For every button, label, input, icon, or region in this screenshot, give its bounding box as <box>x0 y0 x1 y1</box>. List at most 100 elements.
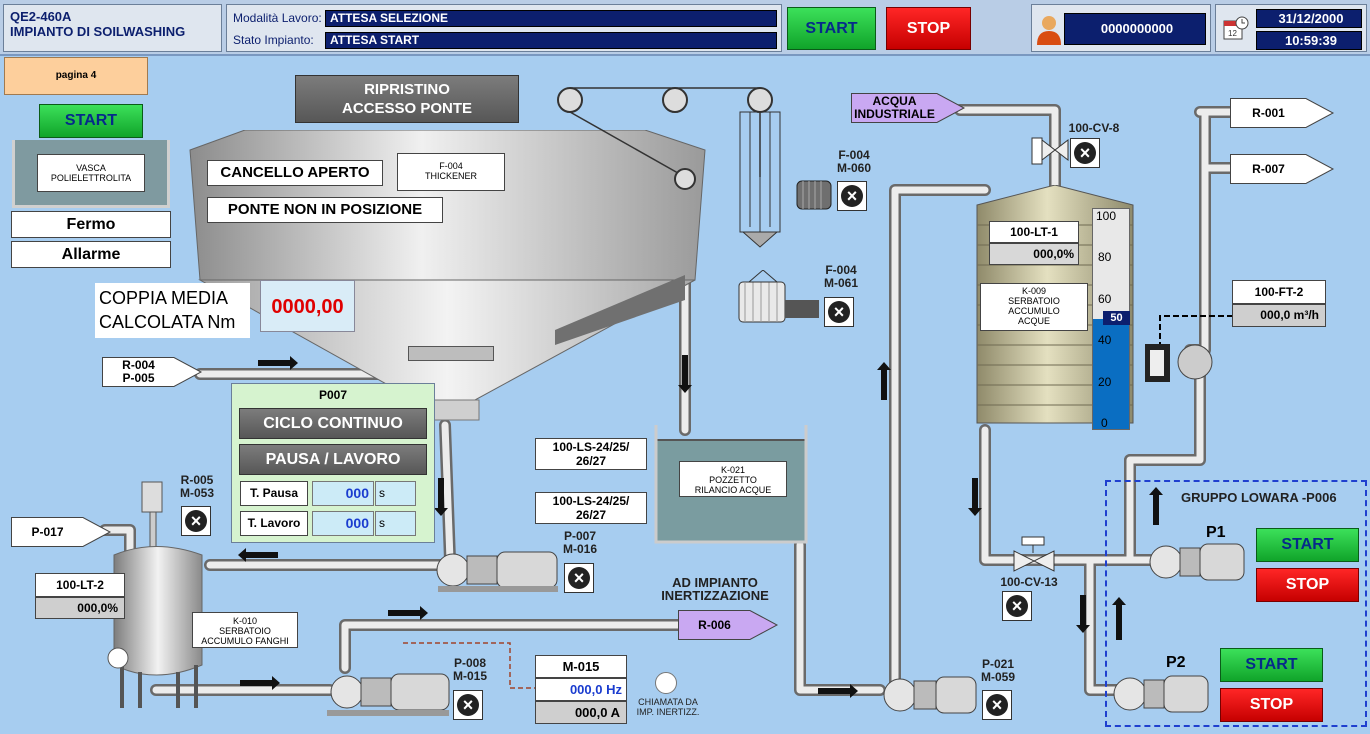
ponte-status: PONTE NON IN POSIZIONE <box>207 197 443 223</box>
motor-m016-status-icon[interactable]: × <box>564 563 594 593</box>
lt2-value: 000,0% <box>35 597 125 619</box>
pump-p2-label: P2 <box>1166 654 1186 671</box>
user-box: 0000000000 <box>1031 4 1211 52</box>
p007-title: P007 <box>318 388 348 402</box>
label-r005-m053: R-005 M-053 <box>179 473 214 500</box>
valve-cv8-graphic <box>1031 137 1069 165</box>
gauge-scale-60: 60 <box>1098 292 1112 306</box>
header-start-button[interactable]: START <box>787 7 876 50</box>
vasca-label: VASCA POLIELETTROLITA <box>37 154 145 192</box>
ciclo-continuo-button[interactable]: CICLO CONTINUO <box>239 408 427 439</box>
label-f004-m061: F-004 M-061 <box>823 263 858 290</box>
pump-p008-graphic <box>327 673 450 716</box>
pump-p021-graphic <box>883 676 977 714</box>
header-stop-button[interactable]: STOP <box>886 7 971 50</box>
ft2-value: 000,0 m³/h <box>1232 304 1326 327</box>
t-pausa-input[interactable]: 000 <box>312 481 374 506</box>
chiamata-indicator <box>655 672 677 694</box>
t-lavoro-input[interactable]: 000 <box>312 511 374 536</box>
lt1-value: 000,0% <box>989 243 1079 265</box>
lt2-label: 100-LT-2 <box>35 573 125 597</box>
level-switch-2: 100-LS-24/25/ 26/27 <box>535 492 647 524</box>
level-marker: 50 <box>1103 311 1130 325</box>
tag-acqua-label: ACQUA INDUSTRIALE <box>851 93 937 123</box>
time-display: 10:59:39 <box>1256 31 1362 50</box>
plant-code: QE2-460A <box>10 9 72 24</box>
pump-p007-graphic <box>436 551 558 592</box>
svg-text:12: 12 <box>1228 29 1237 38</box>
pump-p2-graphic <box>1113 675 1209 713</box>
motor-m053-status-icon[interactable]: × <box>181 506 211 536</box>
coppia-value: 0000,00 <box>260 280 355 332</box>
p2-stop-button[interactable]: STOP <box>1220 688 1323 722</box>
label-cv13: 100-CV-13 <box>1000 575 1058 589</box>
tag-r007[interactable]: R-007 <box>1230 154 1335 184</box>
user-id: 0000000000 <box>1064 13 1206 45</box>
page-4-button[interactable]: pagina 4 <box>4 57 148 95</box>
level-switch-1: 100-LS-24/25/ 26/27 <box>535 438 647 470</box>
label-p008-m015: P-008 M-015 <box>452 656 487 683</box>
t-pausa-unit: s <box>375 481 416 506</box>
cancello-status: CANCELLO APERTO <box>207 160 383 186</box>
pausa-lavoro-button[interactable]: PAUSA / LAVORO <box>239 444 427 475</box>
motor-m060-status-icon[interactable]: × <box>837 181 867 211</box>
datetime-box: 12 31/12/2000 10:59:39 <box>1215 4 1367 52</box>
k009-label: K-009 SERBATOIO ACCUMULO ACQUE <box>980 283 1088 331</box>
motor-m061-status-icon[interactable]: × <box>824 297 854 327</box>
motor-m015-status-icon[interactable]: × <box>453 690 483 720</box>
lowara-group-box <box>1105 480 1367 727</box>
ft2-label: 100-FT-2 <box>1232 280 1326 304</box>
ad-impianto-label: AD IMPIANTO INERTIZZAZIONE <box>661 575 769 603</box>
k010-label: K-010 SERBATOIO ACCUMULO FANGHI <box>192 612 298 648</box>
p007-panel: P007 CICLO CONTINUO PAUSA / LAVORO T. Pa… <box>231 383 435 543</box>
label-p021-m059: P-021 M-059 <box>980 657 1015 684</box>
tag-r001[interactable]: R-001 <box>1230 98 1335 128</box>
tag-p017[interactable]: P-017 <box>11 517 112 547</box>
pump-p1-label: P1 <box>1206 524 1226 541</box>
tag-r004[interactable]: R-004 P-005 <box>102 357 203 387</box>
gauge-scale-0: 0 <box>1101 416 1108 430</box>
plant-title-box: QE2-460A IMPIANTO DI SOILWASHING <box>3 4 222 52</box>
tag-r006[interactable]: R-006 <box>678 610 779 640</box>
coppia-label: COPPIA MEDIA CALCOLATA Nm <box>95 283 250 338</box>
m015-current: 000,0 A <box>535 701 627 724</box>
vasca-start-button[interactable]: START <box>39 104 143 138</box>
thickener-label: F-004 THICKENER <box>397 153 505 191</box>
t-lavoro-label: T. Lavoro <box>240 511 308 536</box>
valve-cv13-graphic <box>1013 536 1055 572</box>
p2-start-button[interactable]: START <box>1220 648 1323 682</box>
t-lavoro-unit: s <box>375 511 416 536</box>
flowmeter-graphic <box>1145 344 1213 382</box>
valve-cv13-status-icon[interactable]: × <box>1002 591 1032 621</box>
gauge-scale-40: 40 <box>1098 333 1112 347</box>
p1-stop-button[interactable]: STOP <box>1256 568 1359 602</box>
ripristino-button[interactable]: RIPRISTINO ACCESSO PONTE <box>295 75 519 123</box>
label-f004-m060: F-004 M-060 <box>836 148 871 175</box>
motor-m059-status-icon[interactable]: × <box>982 690 1012 720</box>
tag-p017-label: P-017 <box>11 517 83 547</box>
label-p007-m016: P-007 M-016 <box>562 529 597 556</box>
status-box: Modalità Lavoro: ATTESA SELEZIONE Stato … <box>226 4 782 52</box>
lt1-label: 100-LT-1 <box>989 221 1079 243</box>
tag-r006-label: R-006 <box>678 610 750 640</box>
pozzetto-label: K-021 POZZETTO RILANCIO ACQUE <box>679 461 787 497</box>
calendar-clock-icon: 12 <box>1222 15 1250 43</box>
label-cv8: 100-CV-8 <box>1068 121 1120 135</box>
user-icon[interactable] <box>1036 13 1062 45</box>
t-pausa-label: T. Pausa <box>240 481 308 506</box>
chiamata-label: CHIAMATA DA IMP. INERTIZZ. <box>636 697 700 717</box>
gauge-scale-100: 100 <box>1096 209 1117 223</box>
vasca-status-allarme: Allarme <box>11 241 171 268</box>
tag-r001-label: R-001 <box>1230 98 1306 128</box>
tag-acqua-industriale[interactable]: ACQUA INDUSTRIALE <box>851 93 966 123</box>
thickener-outlet <box>408 346 494 361</box>
k010-tank <box>107 481 203 708</box>
p1-start-button[interactable]: START <box>1256 528 1359 562</box>
date-display: 31/12/2000 <box>1256 9 1362 28</box>
filter-press-m061 <box>738 270 819 323</box>
vasca-status-fermo: Fermo <box>11 211 171 238</box>
tag-r007-label: R-007 <box>1230 154 1306 184</box>
gauge-scale-80: 80 <box>1098 250 1112 264</box>
gauge-scale-20: 20 <box>1098 375 1112 389</box>
valve-cv8-status-icon[interactable]: × <box>1070 138 1100 168</box>
